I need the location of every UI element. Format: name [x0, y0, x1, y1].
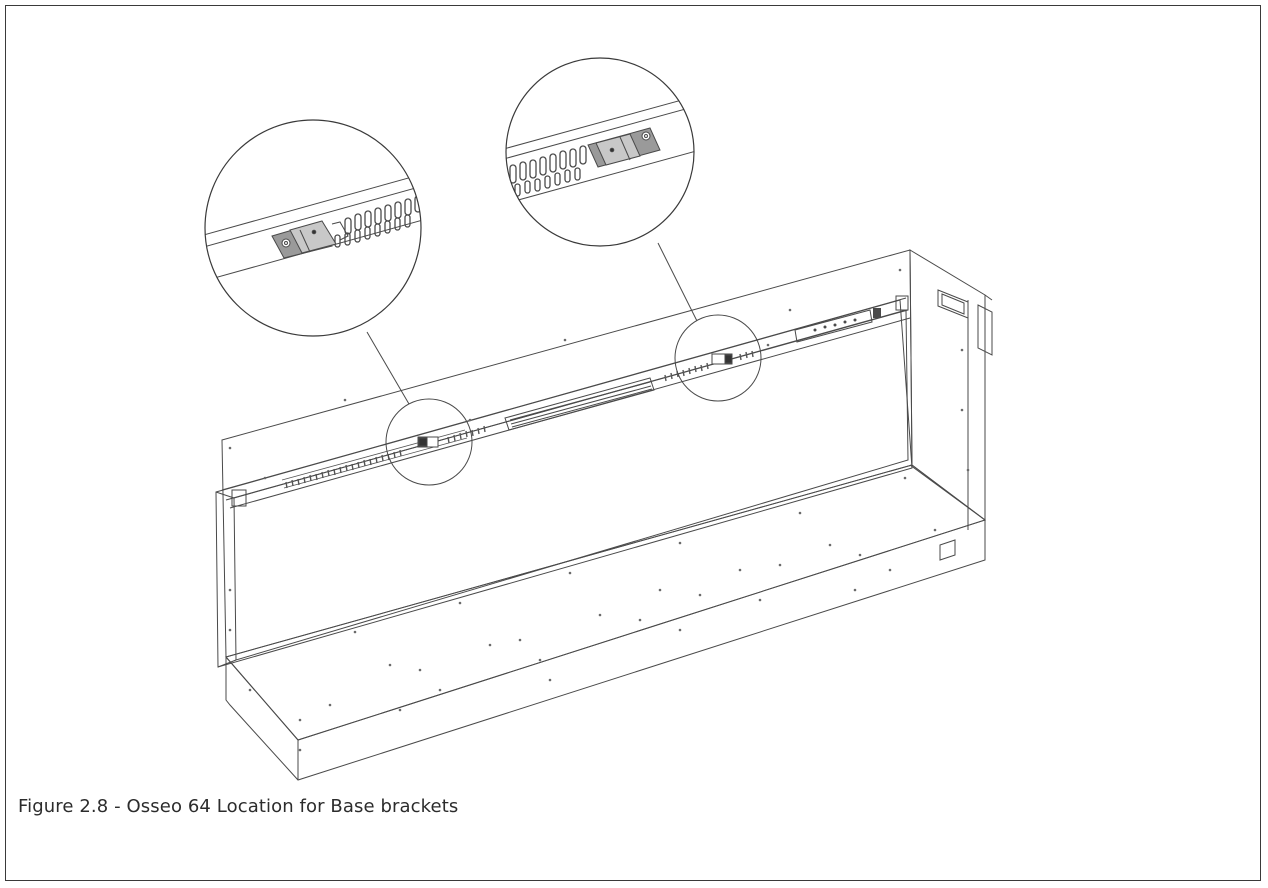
control-panel [794, 309, 873, 343]
bracket-marker-left [417, 436, 439, 448]
vent-strip-left [281, 425, 486, 489]
back-panel [221, 249, 913, 658]
callout-circle-right [505, 57, 695, 247]
fireplace-unit [215, 242, 993, 781]
right-side-panel [909, 249, 986, 522]
base-tray [225, 519, 986, 781]
base-bracket-left [271, 220, 349, 259]
bracket-marker-right [711, 353, 733, 365]
bottom-panel [225, 464, 987, 741]
heater-element [504, 377, 655, 431]
callout-detail-left [204, 119, 422, 337]
front-frame [215, 299, 913, 668]
base-bracket-right [587, 127, 661, 168]
callout-circle-left [204, 119, 422, 337]
leader-line-left [366, 331, 410, 405]
figure-caption: Figure 2.8 - Osseo 64 Location for Base … [18, 796, 459, 817]
leader-line-right [657, 242, 698, 322]
callout-circle-right-small [674, 314, 762, 402]
screw-holes [228, 268, 970, 752]
callout-circle-left-small [385, 398, 473, 486]
callout-detail-right [505, 57, 695, 247]
glass-panel [233, 309, 909, 661]
side-bracket [977, 304, 993, 356]
figure-frame [5, 5, 1261, 881]
